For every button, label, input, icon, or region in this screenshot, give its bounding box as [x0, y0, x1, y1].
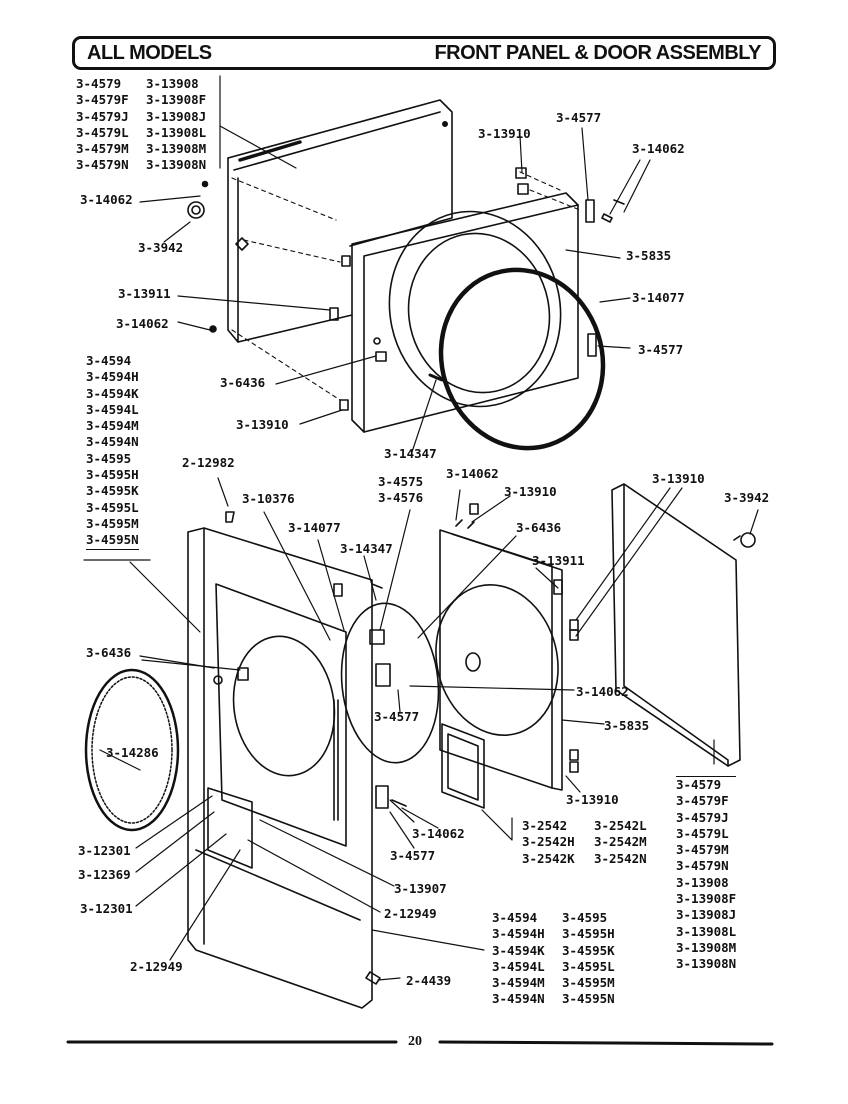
bottom-hardware [225, 503, 579, 985]
callout: 3-3942 [724, 490, 770, 505]
callout: 2-12982 [182, 455, 235, 470]
callout: 3-10376 [242, 491, 295, 506]
leader-lines [83, 75, 759, 981]
part-group-left-mid: 3-4594 3-4594H 3-4594K 3-4594L 3-4594M 3… [86, 353, 139, 550]
part-group-hinge: 3-4575 3-4576 [378, 474, 424, 506]
door-seal-ring [84, 668, 180, 832]
callout: 3-13910 [504, 484, 557, 499]
callout: 2-12949 [130, 959, 183, 974]
callout: 3-13907 [394, 881, 447, 896]
page-header: ALL MODELS FRONT PANEL & DOOR ASSEMBLY [72, 36, 776, 70]
callout: 3-12301 [78, 843, 131, 858]
top-explode-lines [231, 171, 581, 401]
callout: 3-3942 [138, 240, 184, 255]
callout: 3-14062 [80, 192, 133, 207]
part-group-right: 3-4579 3-4579F 3-4579J 3-4579L 3-4579M 3… [676, 776, 737, 972]
header-title: FRONT PANEL & DOOR ASSEMBLY [434, 42, 761, 64]
callout: 3-13911 [118, 286, 171, 301]
header-all-models: ALL MODELS [87, 42, 212, 64]
callout: 2-4439 [406, 973, 452, 988]
top-front-panel [227, 99, 453, 343]
part-group-2542-b: 3-2542L 3-2542M 3-2542N [594, 818, 647, 866]
callout: 3-14286 [106, 745, 159, 760]
callout: 3-6436 [516, 520, 562, 535]
part-group-top-left-2: 3-13908 3-13908F 3-13908J 3-13908L 3-139… [146, 76, 207, 173]
callout: 3-14062 [116, 316, 169, 331]
gasket-ring-top [438, 267, 606, 451]
callout: 3-6436 [220, 375, 266, 390]
callout: 3-6436 [86, 645, 132, 660]
door-panel-right [435, 519, 563, 791]
callout: 3-13910 [478, 126, 531, 141]
callout: 3-14062 [446, 466, 499, 481]
callout: 3-13910 [652, 471, 705, 486]
part-group-bottom-a: 3-4594 3-4594H 3-4594K 3-4594L 3-4594M 3… [492, 910, 545, 1007]
callout: 3-5835 [604, 718, 650, 733]
callout: 3-13911 [532, 553, 585, 568]
door-inner [333, 583, 440, 809]
callout: 3-14347 [384, 446, 437, 461]
access-cover [441, 723, 485, 809]
top-door-panel [351, 192, 579, 433]
callout: 3-5835 [626, 248, 672, 263]
callout: 3-13910 [236, 417, 289, 432]
callout: 2-12949 [384, 906, 437, 921]
callout: 3-12301 [80, 901, 133, 916]
right-frame [611, 483, 756, 767]
part-group-bottom-b: 3-4595 3-4595H 3-4595K 3-4595L 3-4595M 3… [562, 910, 615, 1007]
callout: 3-14077 [632, 290, 685, 305]
part-group-2542-a: 3-2542 3-2542H 3-2542K [522, 818, 575, 866]
callout: 3-4577 [556, 110, 602, 125]
callout: 3-14062 [632, 141, 685, 156]
front-panel-assembly [187, 527, 373, 1009]
callout: 3-14062 [412, 826, 465, 841]
callout: 3-4577 [638, 342, 684, 357]
callout: 3-4577 [374, 709, 420, 724]
callout: 3-14077 [288, 520, 341, 535]
part-group-top-left-1: 3-4579 3-4579F 3-4579J 3-4579L 3-4579M 3… [76, 76, 129, 173]
callout: 3-14062 [576, 684, 629, 699]
callout: 3-4577 [390, 848, 436, 863]
top-hardware [187, 167, 625, 411]
callout: 3-13910 [566, 792, 619, 807]
callout: 3-14347 [340, 541, 393, 556]
callout: 3-12369 [78, 867, 131, 882]
page-number: 20 [408, 1034, 422, 1049]
